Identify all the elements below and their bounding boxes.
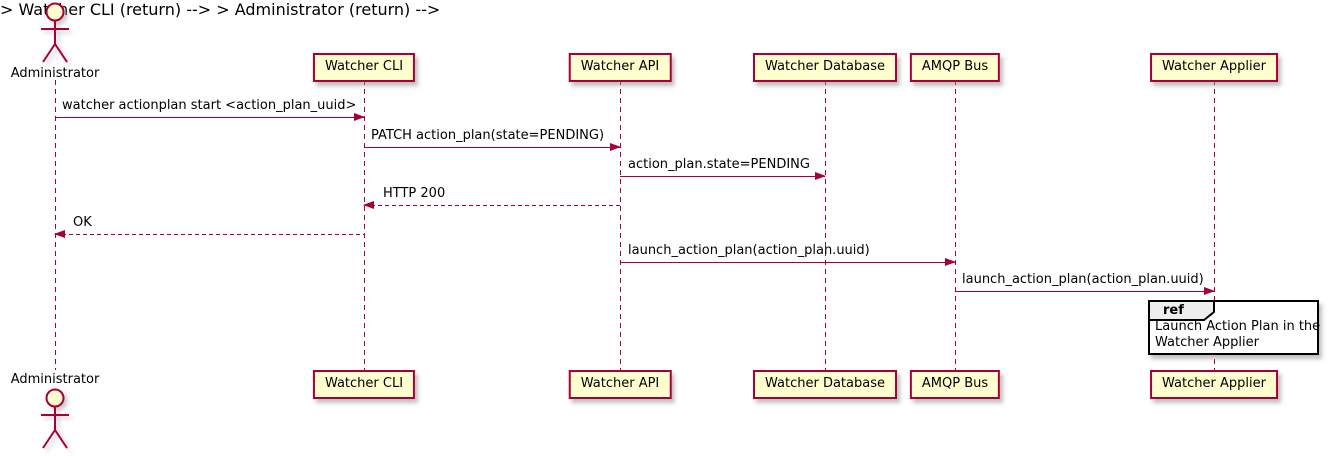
lifeline-administrator [55,80,56,370]
arrow-line-dashed [364,205,620,206]
actor-icon [41,2,69,63]
ref-text-line-1: Launch Action Plan in the [1155,319,1321,334]
lifeline-watcher-applier [1214,80,1215,370]
ref-fragment: ref Launch Action Plan in the Watcher Ap… [1148,300,1321,355]
ref-text-line-2: Watcher Applier [1155,335,1259,350]
arrow-line [955,291,1214,292]
ref-header-shape [1148,300,1215,321]
message-arrow-1 [55,113,365,121]
ref-keyword: ref [1163,303,1184,318]
arrow-line [364,147,620,148]
message-arrow-2 [364,143,621,151]
arrowhead-right-icon [1204,287,1215,295]
message-label-6: launch_action_plan(action_plan.uuid) [628,243,870,258]
arrowhead-right-icon [610,143,621,151]
arrowhead-right-icon [815,172,826,180]
arrowhead-right-icon [354,113,365,121]
participant-amqp-bus-top: AMQP Bus [909,53,1001,82]
arrow-line [620,176,825,177]
actor-icon [41,388,69,449]
lifeline-watcher-database [825,80,826,370]
participant-watcher-database-bottom: Watcher Database [753,370,897,399]
participant-amqp-bus-bottom: AMQP Bus [909,370,1001,399]
message-arrow-5 [54,230,364,238]
actor-name-bottom: Administrator [10,372,100,387]
participant-watcher-cli-top: Watcher CLI [312,53,416,82]
message-arrow-7 [955,287,1215,295]
participant-watcher-database-top: Watcher Database [753,53,897,82]
participant-watcher-api-bottom: Watcher API [568,370,672,399]
lifeline-watcher-cli [364,80,365,370]
lifeline-watcher-api [620,80,621,370]
participant-watcher-cli-bottom: Watcher CLI [312,370,416,399]
message-arrow-6 [620,258,956,266]
arrow-line [620,262,955,263]
message-label-2: PATCH action_plan(state=PENDING) [371,128,605,143]
arrow-line-dashed [55,234,364,235]
participant-watcher-applier-bottom: Watcher Applier [1150,370,1278,399]
participant-watcher-applier-top: Watcher Applier [1150,53,1278,82]
message-arrow-3 [620,172,826,180]
arrowhead-left-icon [363,201,374,209]
message-arrow-4 [363,201,620,209]
arrowhead-left-icon [54,230,65,238]
actor-name-top: Administrator [10,66,100,81]
message-label-1: watcher actionplan start <action_plan_uu… [62,98,357,113]
arrowhead-right-icon [945,258,956,266]
lifeline-amqp-bus [955,80,956,370]
message-label-5: OK [73,215,92,230]
message-label-7: launch_action_plan(action_plan.uuid) [962,272,1204,287]
participant-watcher-api-top: Watcher API [568,53,672,82]
message-label-4: HTTP 200 [383,186,446,201]
arrow-line [55,117,364,118]
message-label-3: action_plan.state=PENDING [628,157,810,172]
